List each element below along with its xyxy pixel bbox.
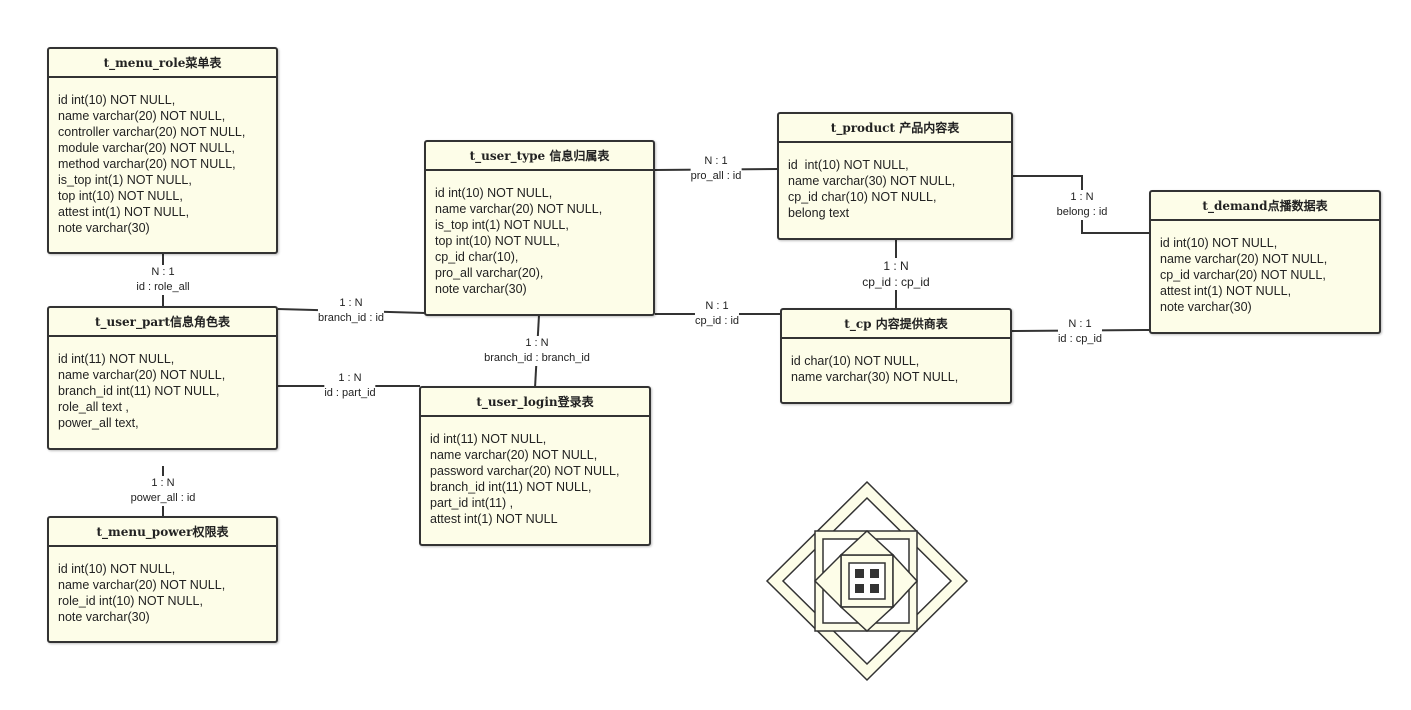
relation-keys: cp_id : id: [694, 315, 740, 327]
relation-label-type-cp: N : 1 cp_id : id: [694, 299, 740, 329]
table-field: branch_id int(11) NOT NULL,: [58, 384, 220, 398]
table-title: t_user_part信息角色表: [49, 308, 276, 337]
table-field: cp_id varchar(20) NOT NULL,: [1160, 268, 1326, 282]
table-field: attest int(1) NOT NULL,: [58, 205, 190, 219]
table-user-type[interactable]: t_user_type 信息归属表 id int(10) NOT NULL, na…: [424, 140, 655, 316]
table-field: id int(11) NOT NULL,: [58, 352, 175, 366]
table-field: password varchar(20) NOT NULL,: [430, 464, 620, 478]
table-user-part[interactable]: t_user_part信息角色表 id int(11) NOT NULL, nam…: [47, 306, 278, 450]
table-field: role_all text ,: [58, 400, 129, 414]
table-fields: id int(10) NOT NULL, name varchar(30) NOT…: [779, 143, 1011, 221]
table-field: note varchar(30): [58, 221, 150, 235]
table-fields: id int(10) NOT NULL, name varchar(20) NOT…: [49, 547, 276, 625]
table-title: t_demand点播数据表: [1151, 192, 1379, 221]
table-title: t_product 产品内容表: [779, 114, 1011, 143]
table-title: t_cp 内容提供商表: [782, 310, 1010, 339]
table-fields: id int(10) NOT NULL, name varchar(20) NOT…: [1151, 221, 1379, 315]
table-field: role_id int(10) NOT NULL,: [58, 594, 203, 608]
table-demand[interactable]: t_demand点播数据表 id int(10) NOT NULL, name v…: [1149, 190, 1381, 334]
relation-cardinality: 1 : N: [339, 297, 363, 309]
table-field: name varchar(20) NOT NULL,: [58, 109, 226, 123]
relation-label-product-cp: 1 : N cp_id : cp_id: [862, 258, 930, 290]
table-field: pro_all varchar(20),: [435, 266, 544, 280]
table-field: id int(10) NOT NULL,: [58, 93, 176, 107]
table-field: name varchar(20) NOT NULL,: [430, 448, 598, 462]
table-field: id int(10) NOT NULL,: [1160, 236, 1278, 250]
relation-label-cp-demand: N : 1 id : cp_id: [1057, 317, 1103, 347]
table-field: name varchar(20) NOT NULL,: [435, 202, 603, 216]
table-user-login[interactable]: t_user_login登录表 id int(11) NOT NULL, name…: [419, 386, 651, 546]
table-field: note varchar(30): [1160, 300, 1252, 314]
table-field: name varchar(20) NOT NULL,: [58, 578, 226, 592]
table-field: id char(10) NOT NULL,: [791, 354, 920, 368]
table-field: is_top int(1) NOT NULL,: [435, 218, 569, 232]
table-field: top int(10) NOT NULL,: [435, 234, 560, 248]
relation-keys: pro_all : id: [690, 170, 742, 182]
table-field: id int(10) NOT NULL,: [58, 562, 176, 576]
relation-cardinality: N : 1: [1068, 318, 1092, 330]
relation-keys: belong : id: [1056, 206, 1108, 218]
table-field: id int(11) NOT NULL,: [430, 432, 547, 446]
table-field: top int(10) NOT NULL,: [58, 189, 183, 203]
relation-label-part-type: 1 : N branch_id : id: [317, 296, 385, 326]
table-menu-role[interactable]: t_menu_role菜单表 id int(10) NOT NULL, name …: [47, 47, 278, 254]
table-cp[interactable]: t_cp 内容提供商表 id char(10) NOT NULL, name va…: [780, 308, 1012, 404]
relation-cardinality: 1 : N: [151, 477, 175, 489]
table-fields: id int(11) NOT NULL, name varchar(20) NOT…: [49, 337, 276, 431]
geometric-logo-icon: [765, 480, 969, 682]
relation-cardinality: N : 1: [151, 266, 175, 278]
table-field: cp_id char(10),: [435, 250, 519, 264]
table-menu-power[interactable]: t_menu_power权限表 id int(10) NOT NULL, name…: [47, 516, 278, 643]
table-title: t_user_type 信息归属表: [426, 142, 653, 171]
table-field: part_id int(11) ,: [430, 496, 514, 510]
table-field: controller varchar(20) NOT NULL,: [58, 125, 246, 139]
table-field: is_top int(1) NOT NULL,: [58, 173, 192, 187]
table-field: module varchar(20) NOT NULL,: [58, 141, 235, 155]
relation-label-type-product: N : 1 pro_all : id: [690, 154, 742, 184]
relation-cardinality: N : 1: [705, 300, 729, 312]
table-field: name varchar(20) NOT NULL,: [1160, 252, 1328, 266]
table-title: t_menu_role菜单表: [49, 49, 276, 78]
relation-keys: power_all : id: [130, 492, 196, 504]
table-field: branch_id int(11) NOT NULL,: [430, 480, 592, 494]
table-fields: id int(10) NOT NULL, name varchar(20) NOT…: [426, 171, 653, 297]
table-field: id int(10) NOT NULL,: [788, 158, 909, 172]
relation-keys: branch_id : branch_id: [484, 352, 590, 364]
table-field: attest int(1) NOT NULL: [430, 512, 558, 526]
table-title: t_user_login登录表: [421, 388, 649, 417]
relation-label-part-power: 1 : N power_all : id: [130, 476, 196, 506]
relation-keys: branch_id : id: [317, 312, 385, 324]
table-fields: id int(10) NOT NULL, name varchar(20) NOT…: [49, 78, 276, 236]
relation-keys: id : cp_id: [1057, 333, 1103, 345]
table-fields: id char(10) NOT NULL, name varchar(30) NO…: [782, 339, 1010, 385]
table-field: method varchar(20) NOT NULL,: [58, 157, 236, 171]
table-field: belong text: [788, 206, 850, 220]
relation-cardinality: 1 : N: [883, 259, 909, 273]
table-field: power_all text,: [58, 416, 139, 430]
table-title: t_menu_power权限表: [49, 518, 276, 547]
table-field: cp_id char(10) NOT NULL,: [788, 190, 937, 204]
relation-label-role-part: N : 1 id : role_all: [136, 265, 190, 295]
relation-cardinality: 1 : N: [525, 337, 549, 349]
relation-cardinality: N : 1: [704, 155, 728, 167]
table-fields: id int(11) NOT NULL, name varchar(20) NOT…: [421, 417, 649, 527]
relation-label-part-login: 1 : N id : part_id: [324, 371, 376, 401]
table-field: note varchar(30): [435, 282, 527, 296]
relation-keys: id : part_id: [324, 387, 376, 399]
relation-keys: cp_id : cp_id: [862, 275, 930, 289]
relation-cardinality: 1 : N: [1070, 191, 1094, 203]
table-field: name varchar(20) NOT NULL,: [58, 368, 226, 382]
relation-keys: id : role_all: [136, 281, 190, 293]
relation-cardinality: 1 : N: [338, 372, 362, 384]
table-field: note varchar(30): [58, 610, 150, 624]
table-field: name varchar(30) NOT NULL,: [791, 370, 959, 384]
relation-label-type-login: 1 : N branch_id : branch_id: [484, 336, 590, 366]
table-field: name varchar(30) NOT NULL,: [788, 174, 956, 188]
table-product[interactable]: t_product 产品内容表 id int(10) NOT NULL, name…: [777, 112, 1013, 240]
table-field: id int(10) NOT NULL,: [435, 186, 553, 200]
table-field: attest int(1) NOT NULL,: [1160, 284, 1292, 298]
relation-label-product-demand: 1 : N belong : id: [1056, 190, 1108, 220]
